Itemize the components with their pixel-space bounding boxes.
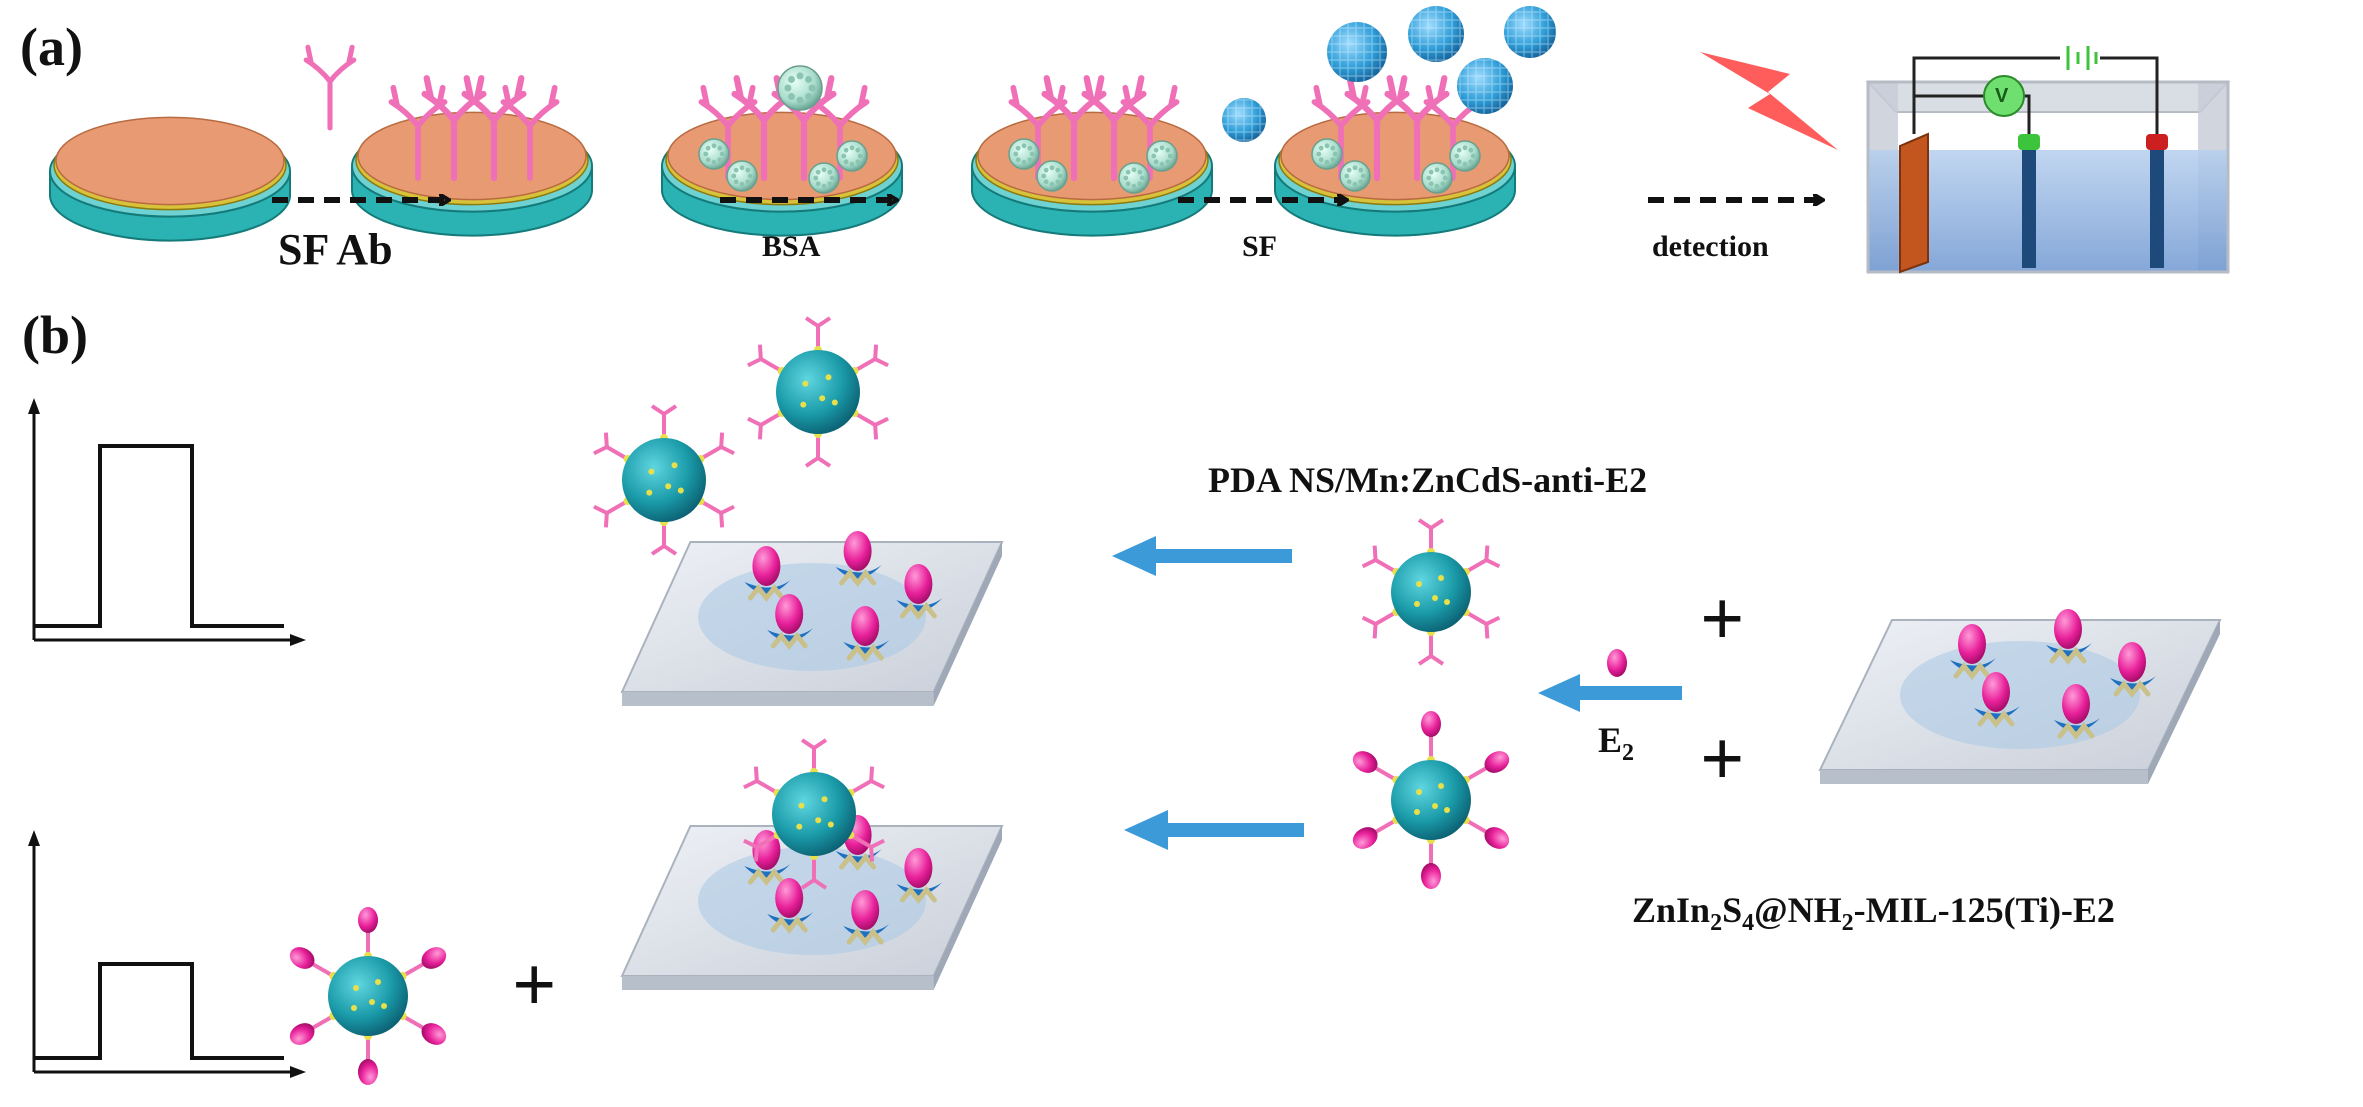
sf-sphere-icon	[1457, 58, 1513, 114]
probe-particle	[747, 316, 889, 468]
capture-site	[767, 878, 814, 935]
capture-site	[843, 606, 890, 663]
capture-site	[1974, 672, 2020, 729]
panel-b-label: (b)	[22, 305, 88, 365]
antibody-icon	[500, 84, 560, 181]
bsa-protein-icon	[1036, 160, 1068, 192]
battery-icon	[2060, 46, 2100, 70]
electrode-disk	[661, 111, 903, 237]
signal-plots	[28, 398, 306, 1078]
bsa-protein-icon	[836, 140, 868, 172]
bsa-protein-icon	[808, 162, 840, 194]
bsa-protein-icon	[726, 160, 758, 192]
step-label-bsa: BSA	[762, 230, 821, 263]
glass-plate	[620, 541, 1004, 706]
bsa-protein-icon	[777, 65, 823, 111]
bsa-protein-icon	[1311, 138, 1343, 170]
bsa-protein-icon	[1146, 140, 1178, 172]
capture-site	[835, 531, 882, 588]
sensing-plates	[620, 531, 2222, 990]
capture-site	[896, 564, 943, 621]
bsa-protein-icon	[1339, 160, 1371, 192]
capture-site	[896, 848, 943, 905]
capture-site	[744, 830, 791, 887]
antibody-icon	[421, 75, 487, 182]
electrode-sequence	[49, 6, 1556, 242]
signal-graph	[28, 398, 306, 646]
sf-sphere-icon	[1408, 6, 1464, 62]
electrode-disk	[351, 111, 593, 237]
voltmeter-label: V	[1995, 85, 2009, 107]
antibody-icon	[1344, 75, 1410, 182]
reagent-icons	[303, 44, 1266, 142]
capture-site	[843, 890, 890, 947]
probe-particle	[593, 404, 735, 556]
step-label-sf: SF	[1242, 230, 1278, 263]
probe-particles	[289, 316, 1510, 1085]
signal-graph	[28, 830, 306, 1078]
voltmeter-icon	[1983, 75, 2025, 117]
counter-electrode	[2150, 140, 2164, 268]
step-label-detection: detection	[1652, 230, 1769, 263]
working-electrode	[1899, 132, 1929, 274]
electrode-disk	[1274, 111, 1516, 237]
antibody-icon	[303, 44, 357, 131]
sf-sphere-icon	[1222, 98, 1266, 142]
bsa-protein-icon	[1008, 138, 1040, 170]
electrode-disk	[971, 111, 1213, 237]
probe-particle-e2-bound	[289, 907, 447, 1085]
reference-electrode	[2022, 140, 2036, 268]
glass-plate	[1818, 619, 2222, 784]
bsa-protein-icon	[698, 138, 730, 170]
probe-particle	[743, 738, 885, 890]
probe-particle-e2-bound	[1352, 711, 1510, 889]
capture-site	[2110, 642, 2156, 699]
bsa-protein-icon	[1421, 162, 1453, 194]
capture-site	[2054, 684, 2100, 741]
antibody-icon	[1041, 75, 1107, 182]
step-label-sf-ab: SF Ab	[278, 225, 393, 274]
arrow-to-bottom-plate	[1124, 810, 1304, 850]
reaction-arrows	[1112, 536, 1682, 850]
probe-particle	[1361, 518, 1501, 666]
light-bolt-icon	[1700, 52, 1838, 150]
plus-sign-bottom: +	[512, 941, 557, 1028]
sf-sphere-icon	[1504, 6, 1556, 58]
bsa-protein-icon	[1118, 162, 1150, 194]
sf-sphere-icon	[1327, 22, 1387, 82]
plus-sign-top: +	[1700, 575, 1745, 662]
panel-a-label: (a)	[20, 17, 83, 77]
arrow-to-top-plate	[1112, 536, 1292, 576]
detection-cell	[1865, 46, 2231, 274]
plus-sign-middle: +	[1700, 715, 1745, 802]
capture-site	[2046, 609, 2092, 666]
probe-label: PDA NS/Mn:ZnCdS-anti-E2	[1208, 460, 1648, 500]
capture-site	[767, 594, 814, 651]
capture-site	[1950, 624, 1996, 681]
substrate-label: ZnIn2S4@NH2-MIL-125(Ti)-E2	[1632, 890, 2115, 937]
electrode-disk	[49, 116, 291, 242]
antibody-icon	[1081, 75, 1147, 182]
arrow-e2-binding	[1538, 674, 1682, 712]
bsa-protein-icon	[1449, 140, 1481, 172]
capture-site	[744, 546, 791, 603]
e2-label: E2	[1598, 720, 1635, 767]
e2-molecule-icon	[1607, 649, 1627, 677]
